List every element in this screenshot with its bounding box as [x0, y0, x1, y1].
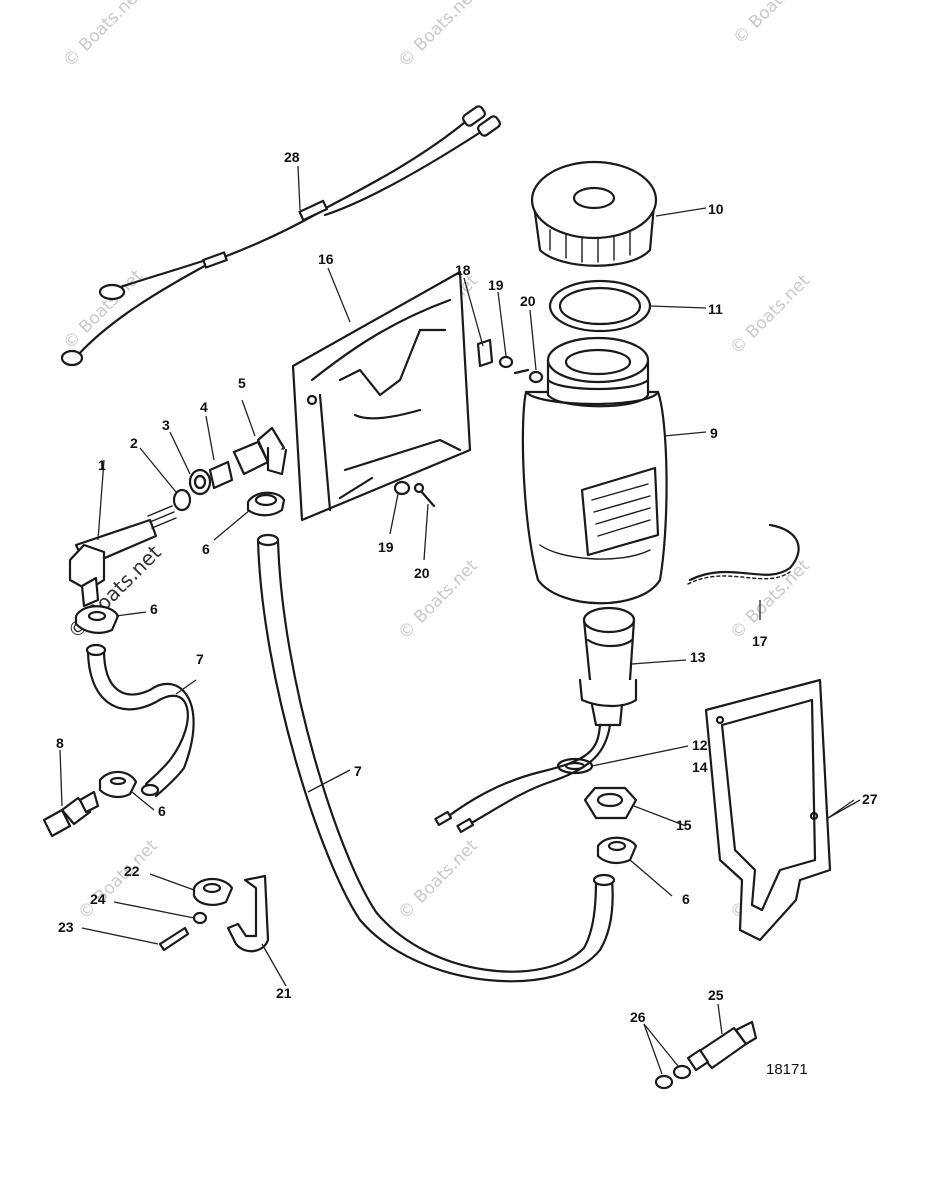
callout-9: 9 [710, 425, 718, 441]
oil-hose-part [256, 533, 616, 983]
callout-28: 28 [284, 149, 300, 165]
callout-4: 4 [200, 399, 208, 415]
callout-26: 26 [630, 1009, 646, 1025]
watermark: © Boats.net [74, 836, 162, 924]
callout-5: 5 [238, 375, 246, 391]
watermark: © Boats.net [726, 556, 814, 644]
callout-17: 17 [752, 633, 768, 649]
leader-lines [59, 165, 861, 1075]
callout-24: 24 [90, 891, 106, 907]
short-hose-part [85, 643, 195, 798]
watermark: © Boats.net [394, 556, 482, 644]
watermark: © Boats.net [726, 271, 814, 359]
diagram-reference-number: 18171 [766, 1061, 808, 1078]
o-ring-part [654, 1064, 692, 1090]
gasket-plate-part [704, 678, 832, 942]
gasket-ring-part [548, 279, 652, 333]
callout-10: 10 [708, 201, 724, 217]
callout-7b: 7 [354, 763, 362, 779]
hex-nut-part [583, 786, 638, 820]
callout-2: 2 [130, 435, 138, 451]
callout-3: 3 [162, 417, 170, 433]
wiring-harness-part [60, 105, 501, 367]
callout-23: 23 [58, 919, 74, 935]
elbow-fitting-assembly-part [68, 426, 288, 608]
hose-clamp-part [246, 491, 286, 517]
watermark: © Boats.net [394, 0, 482, 72]
callout-21: 21 [276, 985, 292, 1001]
check-valve-part [686, 1020, 758, 1072]
callout-14: 14 [692, 759, 708, 775]
callout-6b: 6 [150, 601, 158, 617]
callout-6d: 6 [682, 891, 690, 907]
callout-11: 11 [708, 301, 723, 317]
washer-part [434, 723, 612, 834]
callout-19b: 19 [378, 539, 394, 555]
callout-20b: 20 [414, 565, 430, 581]
callout-20a: 20 [520, 293, 536, 309]
callout-1: 1 [98, 457, 106, 473]
callout-12: 12 [692, 737, 708, 753]
callout-22: 22 [124, 863, 140, 879]
clip-bracket-part [158, 874, 270, 953]
watermark: © Boats.net [59, 0, 147, 72]
callout-6c: 6 [158, 803, 166, 819]
reservoir-cap-part [530, 160, 658, 267]
callouts: 28 16 18 19 20 10 11 9 1 2 3 4 5 6 6 7 8… [56, 149, 878, 1025]
small-bracket-part [393, 338, 544, 508]
coiled-spring-hose-part [687, 523, 800, 585]
callout-25: 25 [708, 987, 724, 1003]
callout-18: 18 [455, 262, 471, 278]
mounting-bracket-part [291, 270, 472, 522]
hose-barb-fitting-part [42, 790, 100, 838]
callout-6a: 6 [202, 541, 210, 557]
callout-8: 8 [56, 735, 64, 751]
callout-15: 15 [676, 817, 692, 833]
callout-13: 13 [690, 649, 706, 665]
hose-clamp-part [74, 605, 120, 634]
fitting-sender-part [578, 606, 638, 727]
watermark: © Boats.net [59, 266, 147, 354]
callout-7a: 7 [196, 651, 204, 667]
watermark: © Boats.net [394, 836, 482, 924]
hose-clamp-part [98, 770, 138, 799]
callout-16: 16 [318, 251, 334, 267]
callout-19a: 19 [488, 277, 504, 293]
oil-reservoir-part [521, 336, 668, 605]
callout-27: 27 [862, 791, 878, 807]
watermark: © Boats.net [729, 0, 817, 49]
hose-clamp-part [596, 836, 638, 865]
